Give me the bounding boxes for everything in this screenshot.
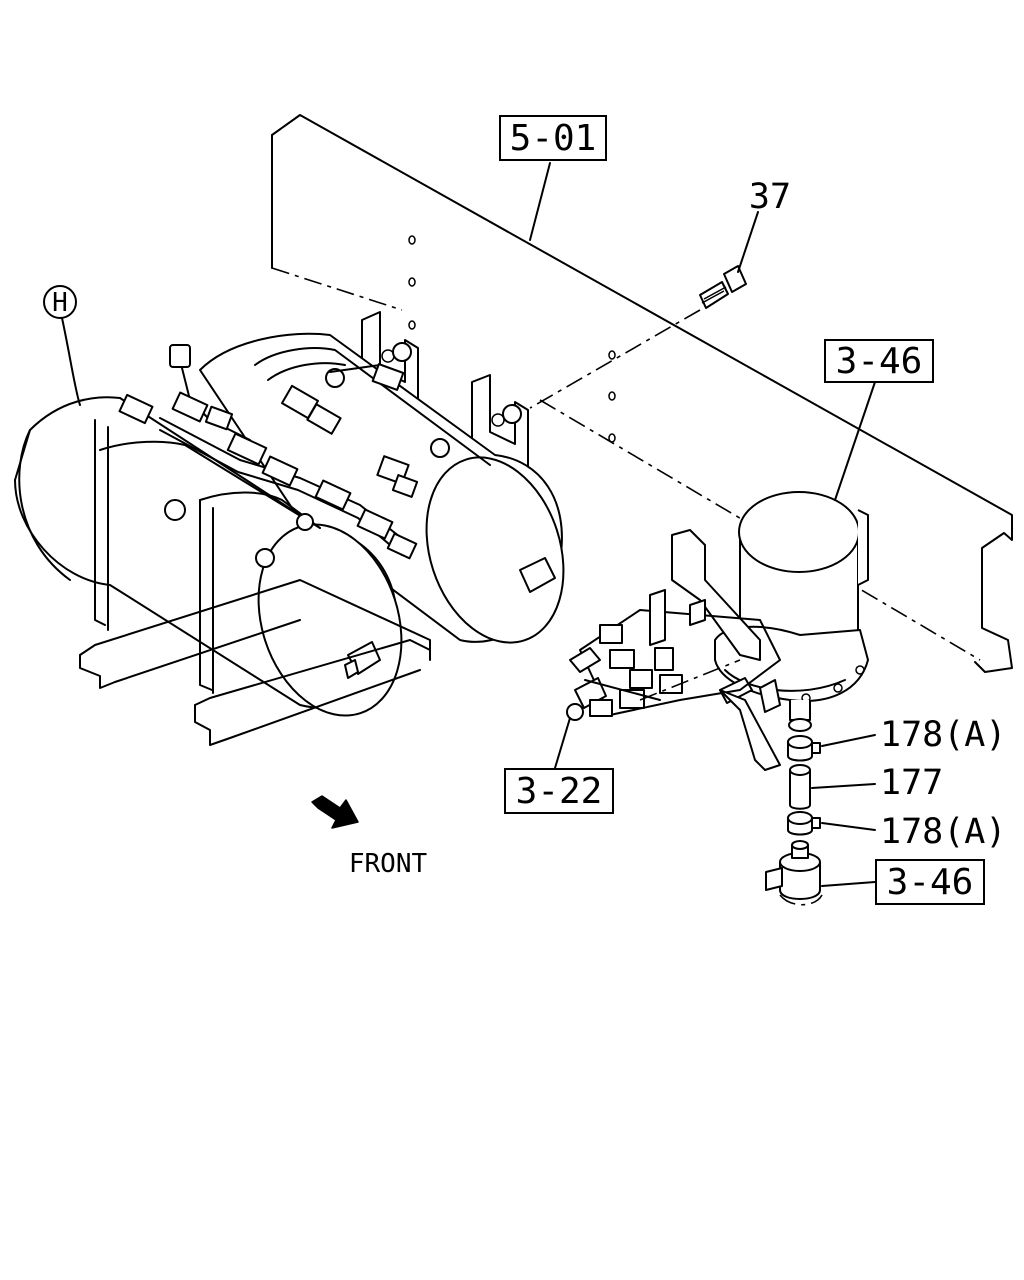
callout-valve-ref: 3-22 <box>504 768 614 814</box>
callout-clip-lower-text: 178(A) <box>880 812 1006 852</box>
front-air-tank <box>14 396 403 717</box>
fitting-3-46 <box>765 840 823 906</box>
clip-upper <box>787 735 821 762</box>
bolt-37 <box>699 265 747 309</box>
valve-assembly <box>566 529 781 771</box>
hose-177 <box>789 764 811 810</box>
callout-fitting-ref: 3-46 <box>875 859 985 905</box>
callout-bolt: 37 <box>749 177 791 217</box>
callout-dryer-ref-text: 3-46 <box>836 341 923 382</box>
callout-circle-ref: H <box>43 285 77 319</box>
callout-clip-upper: 178(A) <box>880 715 1006 755</box>
callout-clip-lower: 178(A) <box>880 812 1006 852</box>
leader-lines <box>61 162 876 887</box>
callout-hose-text: 177 <box>880 763 943 803</box>
callout-circle-ref-text: H <box>52 288 68 318</box>
callout-bolt-text: 37 <box>749 177 791 217</box>
clip-lower <box>787 811 821 836</box>
callout-frame-ref-text: 5-01 <box>510 118 597 159</box>
air-lines <box>118 344 419 560</box>
callout-clip-upper-text: 178(A) <box>880 715 1006 755</box>
callout-valve-ref-text: 3-22 <box>516 771 603 812</box>
callout-hose: 177 <box>880 763 943 803</box>
rear-air-tank <box>199 332 565 644</box>
callout-fitting-ref-text: 3-46 <box>887 862 974 903</box>
callout-dryer-ref: 3-46 <box>824 339 934 383</box>
air-dryer <box>714 491 869 732</box>
tank-straps <box>79 419 431 746</box>
callout-frame-ref: 5-01 <box>499 115 607 161</box>
direction-label: FRONT <box>349 849 428 879</box>
front-arrow-icon <box>311 795 359 829</box>
